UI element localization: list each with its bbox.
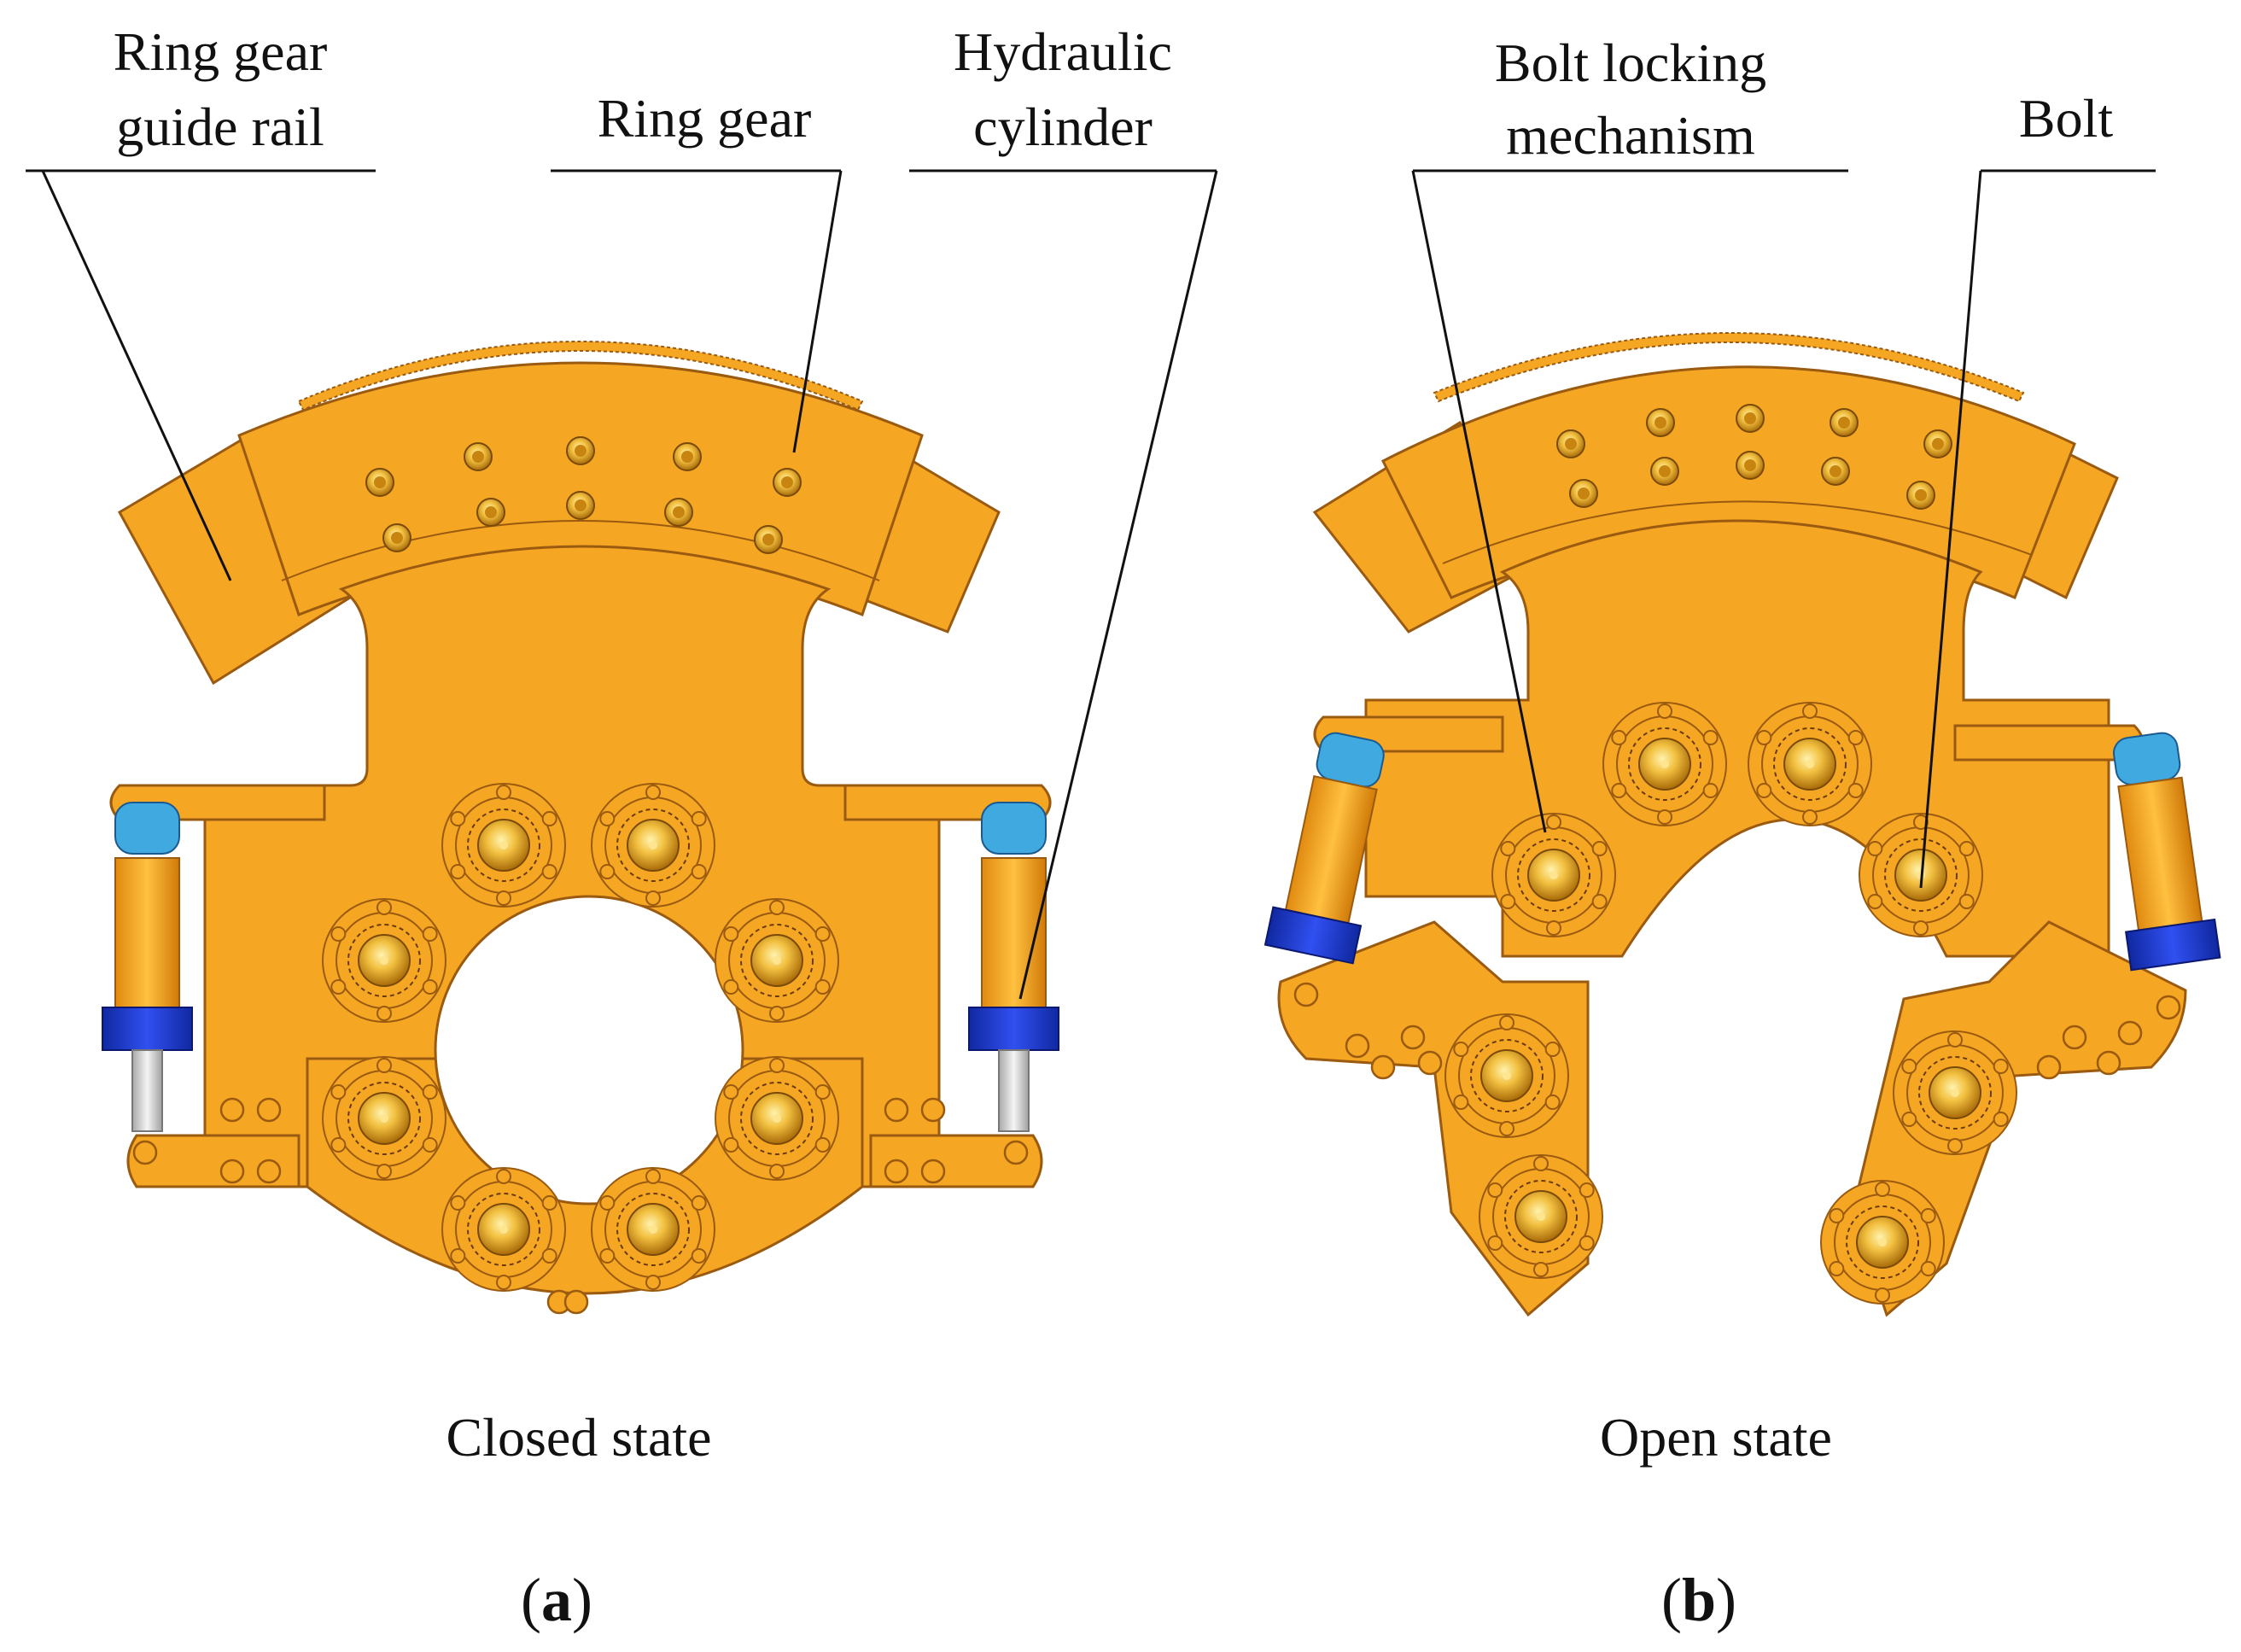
flange-bolt-4	[322, 1056, 446, 1181]
ring-bolt-8	[664, 498, 693, 527]
label-bolt: Bolt	[2019, 88, 2113, 149]
ring-bolt-b-1	[1646, 408, 1675, 437]
hole-a-8	[132, 1140, 158, 1165]
ring-bolt-6	[476, 498, 505, 527]
leader-hydraulic	[1018, 170, 1218, 1000]
small-holes-b	[1293, 982, 2181, 1080]
flange-bolt-b-6	[1479, 1154, 1603, 1279]
ring-gear-inner-arc	[281, 520, 880, 581]
ring-bolt-4	[773, 468, 802, 497]
ring-gear-teeth-b	[1433, 332, 2025, 403]
panel-letter-b: (b)	[1661, 1566, 1736, 1634]
ring-bolt-b-7	[1736, 451, 1765, 480]
label-bolt-locking-mechanism-line1: Bolt locking	[1495, 32, 1766, 93]
callout-labels: Ring gear guide rail Ring gear Hydraulic…	[114, 21, 2114, 1634]
ring-bolt-3	[673, 442, 702, 471]
caption-closed-state: Closed state	[446, 1407, 711, 1468]
hole-b-5	[2062, 1024, 2087, 1050]
leader-guide-rail	[41, 170, 232, 581]
leader-lines	[26, 169, 2156, 1000]
label-hydraulic-cylinder-line1: Hydraulic	[954, 21, 1172, 82]
hole-a-0	[219, 1097, 245, 1123]
ring-bolt-b-3	[1830, 408, 1859, 437]
hole-b-9	[2156, 995, 2181, 1020]
ring-bolt-0	[365, 468, 394, 497]
ring-bolt-b-5	[1569, 479, 1598, 508]
hole-b-4	[2036, 1054, 2062, 1080]
hydraulic-cylinder-right	[968, 802, 1059, 1132]
hole-a-2	[219, 1159, 245, 1184]
lower-arm-right	[869, 1134, 1043, 1188]
label-bolt-locking-mechanism-line2: mechanism	[1506, 105, 1754, 166]
flange-bolt-6	[441, 1167, 566, 1292]
label-ring-gear: Ring gear	[598, 88, 812, 149]
flange-bolt-5	[715, 1056, 839, 1181]
caption-open-state: Open state	[1600, 1407, 1832, 1468]
hole-b-0	[1345, 1033, 1370, 1059]
label-ring-gear-guide-rail-line2: guide rail	[116, 96, 324, 157]
flange-bolt-b-4	[1444, 1013, 1569, 1138]
hole-b-3	[1417, 1050, 1443, 1076]
flange-bolt-0	[441, 783, 566, 908]
main-plate	[203, 545, 941, 1188]
ring-gear-bolts	[365, 436, 802, 554]
flange-bolt-b-7	[1820, 1180, 1945, 1305]
flange-bolts	[322, 783, 839, 1292]
flange-bolt-2	[322, 898, 446, 1023]
leader-ring-gear	[792, 170, 843, 453]
hydraulic-cylinder-right-b	[2113, 732, 2221, 972]
ring-bolt-5	[382, 523, 411, 552]
ring-gear-bolts-b	[1556, 404, 1952, 510]
ring-bolt-b-2	[1736, 404, 1765, 433]
flange-bolts-b	[1444, 702, 2017, 1305]
panel-closed-state	[102, 341, 1059, 1315]
ring-bolt-b-4	[1923, 429, 1952, 458]
hole-b-7	[2117, 1020, 2143, 1046]
flange-bolt-3	[715, 898, 839, 1023]
flange-bolt-b-5	[1893, 1030, 2017, 1155]
label-hydraulic-cylinder-line2: cylinder	[973, 96, 1153, 157]
ring-gear-teeth	[297, 341, 864, 412]
ring-bolt-b-8	[1821, 457, 1850, 486]
flange-bolt-1	[591, 783, 715, 908]
lower-arm-left	[126, 1134, 301, 1188]
flange-bolt-b-1	[1748, 702, 1872, 826]
ring-gear-inner-arc-b	[1442, 500, 2033, 564]
ring-bolt-b-6	[1650, 457, 1679, 486]
ring-bolt-b-9	[1906, 481, 1935, 510]
hydraulic-cylinder-left-b	[1263, 732, 1385, 965]
panel-letter-a: (a)	[521, 1566, 592, 1634]
ring-bolt-7	[566, 491, 595, 520]
panel-open-state	[1263, 332, 2221, 1317]
hole-a-7	[920, 1159, 946, 1184]
flange-bolt-b-0	[1602, 702, 1727, 826]
hole-b-2	[1400, 1024, 1426, 1050]
label-ring-gear-guide-rail-line1: Ring gear	[114, 21, 328, 82]
ring-bolt-2	[566, 436, 595, 465]
leader-bolt-locking	[1411, 170, 1547, 833]
hydraulic-cylinder-left	[102, 802, 193, 1132]
hole-b-6	[2096, 1050, 2121, 1076]
flange-bolt-7	[591, 1167, 715, 1292]
small-holes	[132, 1097, 1029, 1315]
hole-b-8	[1293, 982, 1319, 1007]
hole-a-4	[884, 1097, 909, 1123]
flange-bolt-b-2	[1491, 813, 1616, 937]
hole-a-9	[1003, 1140, 1029, 1165]
hole-a-6	[884, 1159, 909, 1184]
ring-bolt-b-0	[1556, 429, 1585, 458]
hole-a-3	[256, 1159, 282, 1184]
central-opening	[434, 895, 744, 1205]
ring-bolt-1	[464, 442, 493, 471]
ring-bolt-9	[754, 525, 783, 554]
leader-bolt	[1919, 170, 1982, 889]
hole-b-1	[1370, 1054, 1396, 1080]
hole-a-1	[256, 1097, 282, 1123]
hole-a-5	[920, 1097, 946, 1123]
hole-a-11	[563, 1289, 589, 1315]
